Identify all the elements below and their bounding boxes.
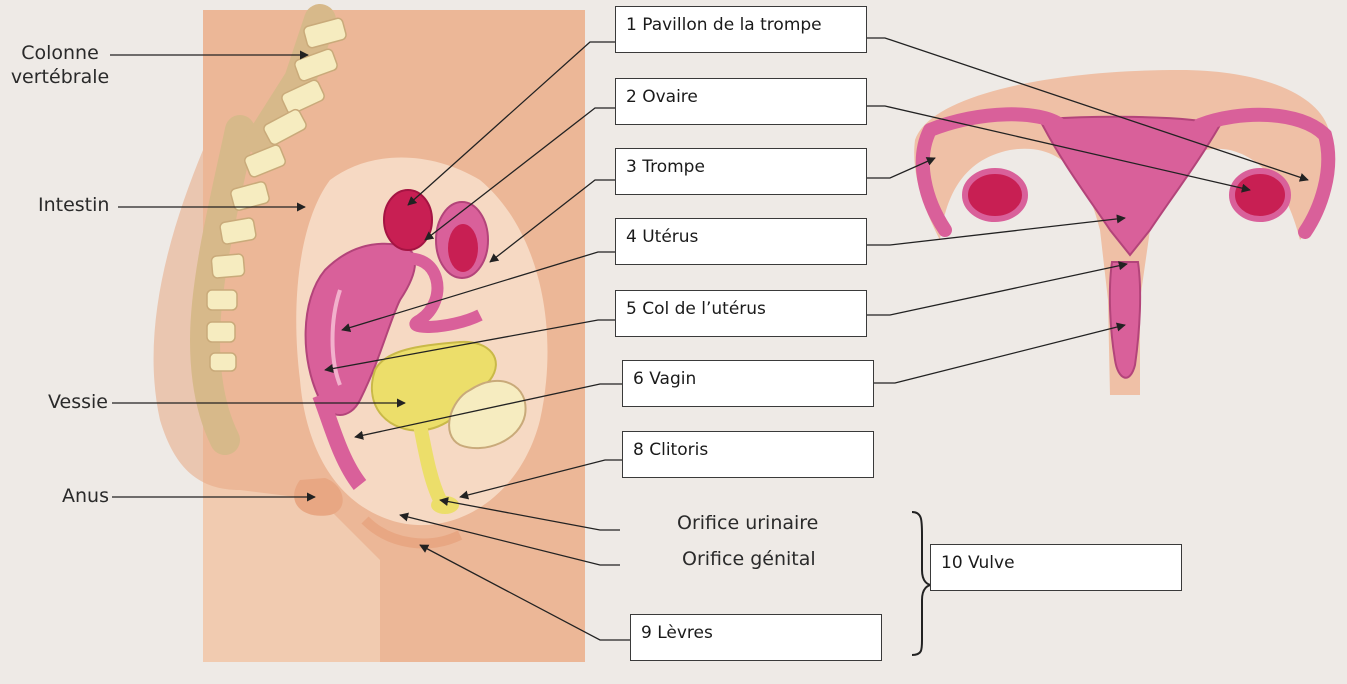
frontal-view: [914, 70, 1330, 395]
arrow-uterus-frontal: [867, 218, 1125, 245]
box-ovaire: 2 Ovaire: [615, 78, 867, 125]
label-vessie: Vessie: [48, 391, 108, 415]
label-colonne-vertebrale: Colonne vertébrale: [10, 42, 110, 90]
label-anus: Anus: [62, 485, 109, 509]
sagittal-section: [154, 10, 585, 662]
label-orifice-genital: Orifice génital: [682, 548, 816, 572]
label-vertebrale: vertébrale: [10, 66, 110, 90]
box-col-uterus: 5 Col de l’utérus: [615, 290, 867, 337]
box-vagin: 6 Vagin: [622, 360, 874, 407]
frontal-uterus: [1040, 117, 1220, 255]
box-vulve: 10 Vulve: [930, 544, 1182, 591]
label-intestin: Intestin: [38, 194, 109, 218]
box-trompe: 3 Trompe: [615, 148, 867, 195]
label-colonne: Colonne: [10, 42, 110, 66]
arrow-vagin-frontal: [874, 325, 1125, 383]
frontal-left-ovary: [965, 171, 1025, 219]
vulve-brace: [912, 512, 932, 655]
box-pavillon-trompe: 1 Pavillon de la trompe: [615, 6, 867, 53]
frontal-right-ovary: [1232, 171, 1288, 219]
label-orifice-urinaire: Orifice urinaire: [677, 512, 818, 536]
box-levres: 9 Lèvres: [630, 614, 882, 661]
arrow-col-frontal: [867, 264, 1127, 315]
frontal-vagina: [1110, 262, 1140, 378]
box-clitoris: 8 Clitoris: [622, 431, 874, 478]
box-uterus: 4 Utérus: [615, 218, 867, 265]
